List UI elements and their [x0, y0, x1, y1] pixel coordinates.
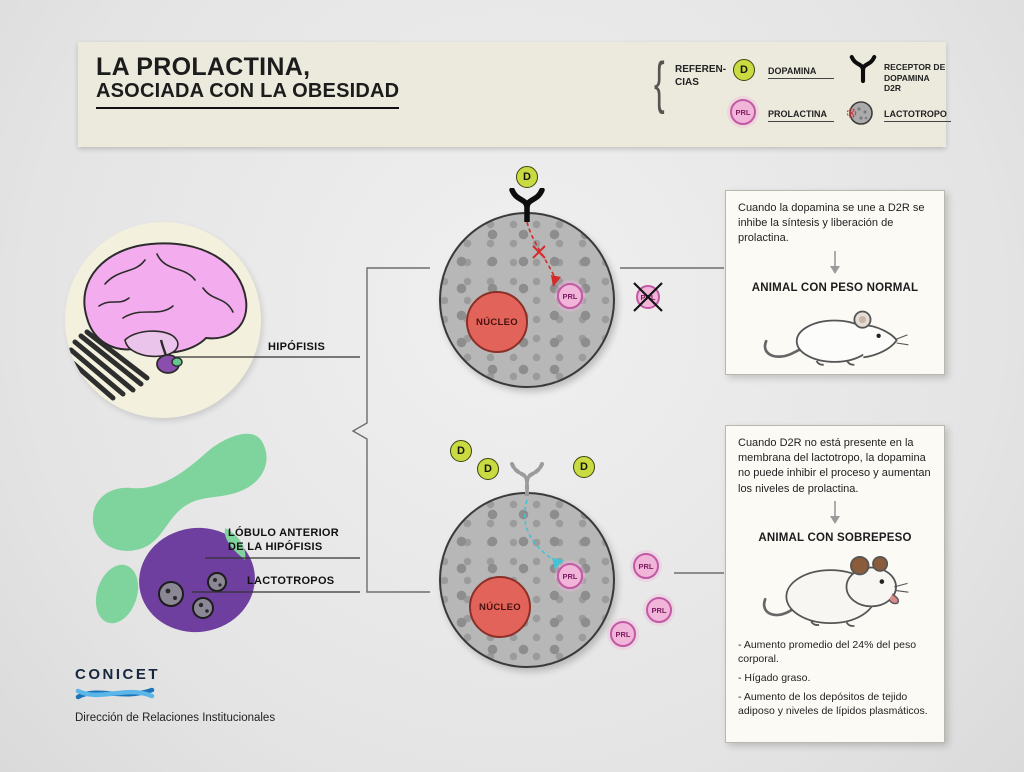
dopamine-badge: D: [733, 59, 755, 81]
conicet-ribbon-icon: [75, 687, 155, 700]
overweight-findings-list: - Aumento promedio del 24% del peso corp…: [738, 638, 932, 719]
nucleus-overweight: NÚCLEO: [469, 576, 531, 638]
prl-badge-inside-normal: PRL: [557, 283, 583, 309]
prl-badge-inside-overweight: PRL: [557, 563, 583, 589]
d2r-receptor-bound-icon: [509, 188, 545, 222]
conicet-logo-text: CONICET: [75, 666, 160, 683]
dopamine-badge: D: [516, 166, 538, 188]
prl-badge-released: PRL: [646, 597, 672, 623]
lactotrope-label: LACTOTROPO: [884, 109, 951, 122]
prl-badge-blocked: PRL: [633, 282, 663, 312]
panel-overweight-text: Cuando D2R no está presente en la membra…: [738, 437, 931, 495]
bullet-item: - Aumento promedio del 24% del peso corp…: [738, 638, 917, 665]
prolactin-label: PROLACTINA: [768, 109, 834, 122]
receptor-label: RECEPTOR DE DOPAMINA D2R: [884, 62, 946, 94]
dopamine-label: DOPAMINA: [768, 66, 834, 79]
prl-badge-released: PRL: [633, 553, 659, 579]
mouse-overweight-illustration: [762, 555, 909, 627]
title-line1: LA PROLACTINA,: [96, 53, 311, 81]
lactotrope-cell-normal: [439, 212, 615, 388]
prl-badge-released: PRL: [610, 621, 636, 647]
blocked-x-icon: [633, 282, 663, 312]
references-label: REFEREN- CIAS: [675, 64, 727, 88]
brace-icon: {: [654, 50, 665, 115]
dopamine-badge: D: [450, 440, 472, 462]
mouse-normal-illustration: [763, 310, 909, 366]
lactotrope-cell-overweight: [439, 492, 615, 668]
conicet-logo: CONICET: [75, 666, 160, 710]
d2r-receptor-icon: [849, 54, 877, 84]
lactotropos-label: LACTOTROPOS: [247, 575, 335, 587]
lobulo-anterior-label: LÓBULO ANTERIOR DE LA HIPÓFISIS: [228, 527, 340, 553]
footer-caption: Dirección de Relaciones Institucionales: [75, 712, 276, 724]
page-title: LA PROLACTINA, ASOCIADA CON LA OBESIDAD: [96, 53, 400, 109]
dopamine-badge: D: [477, 458, 499, 480]
panel-normal-subtitle: ANIMAL CON PESO NORMAL: [751, 281, 919, 294]
dopamine-badge: D: [573, 456, 595, 478]
d2r-receptor-missing-icon: [510, 462, 544, 496]
bullet-item: - Hígado graso.: [738, 672, 811, 685]
brain-illustration: [65, 242, 248, 401]
title-line2: ASOCIADA CON LA OBESIDAD: [96, 80, 400, 109]
panel-normal-text: Cuando la dopamina se une a D2R se inhib…: [738, 202, 925, 245]
down-arrow-icon: [738, 250, 932, 280]
down-arrow-icon: [738, 500, 932, 530]
panel-overweight-subtitle: ANIMAL CON SOBREPESO: [758, 531, 912, 544]
panel-normal-weight: Cuando la dopamina se une a D2R se inhib…: [725, 190, 945, 375]
header-bar: LA PROLACTINA, ASOCIADA CON LA OBESIDAD …: [78, 42, 951, 147]
nucleus-normal: NÚCLEO: [466, 291, 528, 353]
bullet-item: - Aumento de los depósitos de tejido adi…: [738, 691, 928, 718]
brain-circle: [65, 222, 261, 418]
panel-overweight: Cuando D2R no está presente en la membra…: [725, 425, 945, 743]
hipofisis-label: HIPÓFISIS: [268, 341, 326, 353]
lactotrope-icon: [846, 101, 873, 125]
pituitary-illustration: [92, 433, 267, 633]
prolactin-badge: PRL: [730, 99, 756, 125]
